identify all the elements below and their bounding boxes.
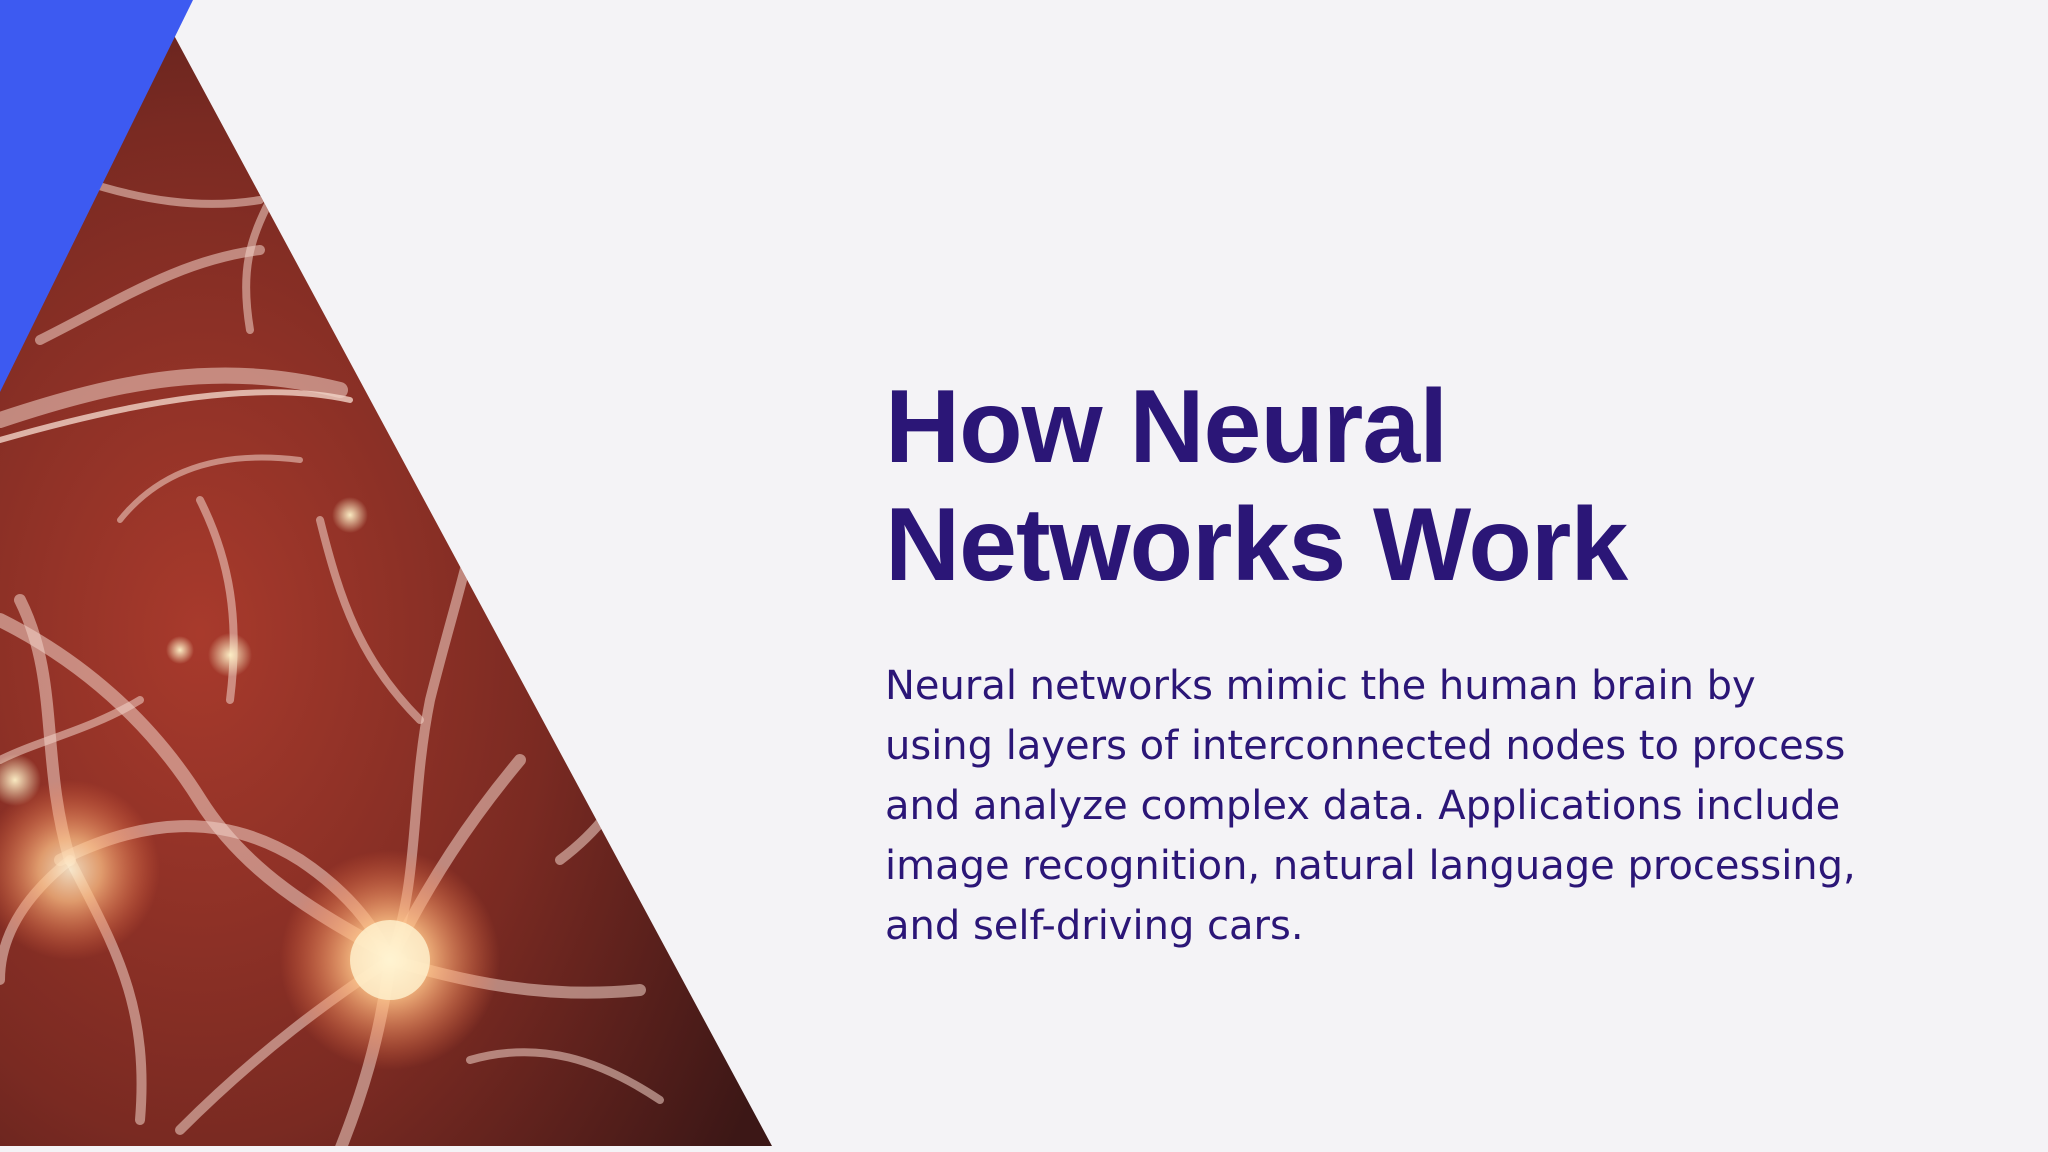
slide-body-text: Neural networks mimic the human brain by… [885, 663, 1856, 949]
slide-title: How Neural Networks Work [885, 368, 1885, 604]
slide-title-line-2: Networks Work [885, 487, 1628, 603]
text-block: How Neural Networks Work Neural networks… [885, 368, 1885, 956]
slide-title-line-1: How Neural [885, 369, 1448, 485]
